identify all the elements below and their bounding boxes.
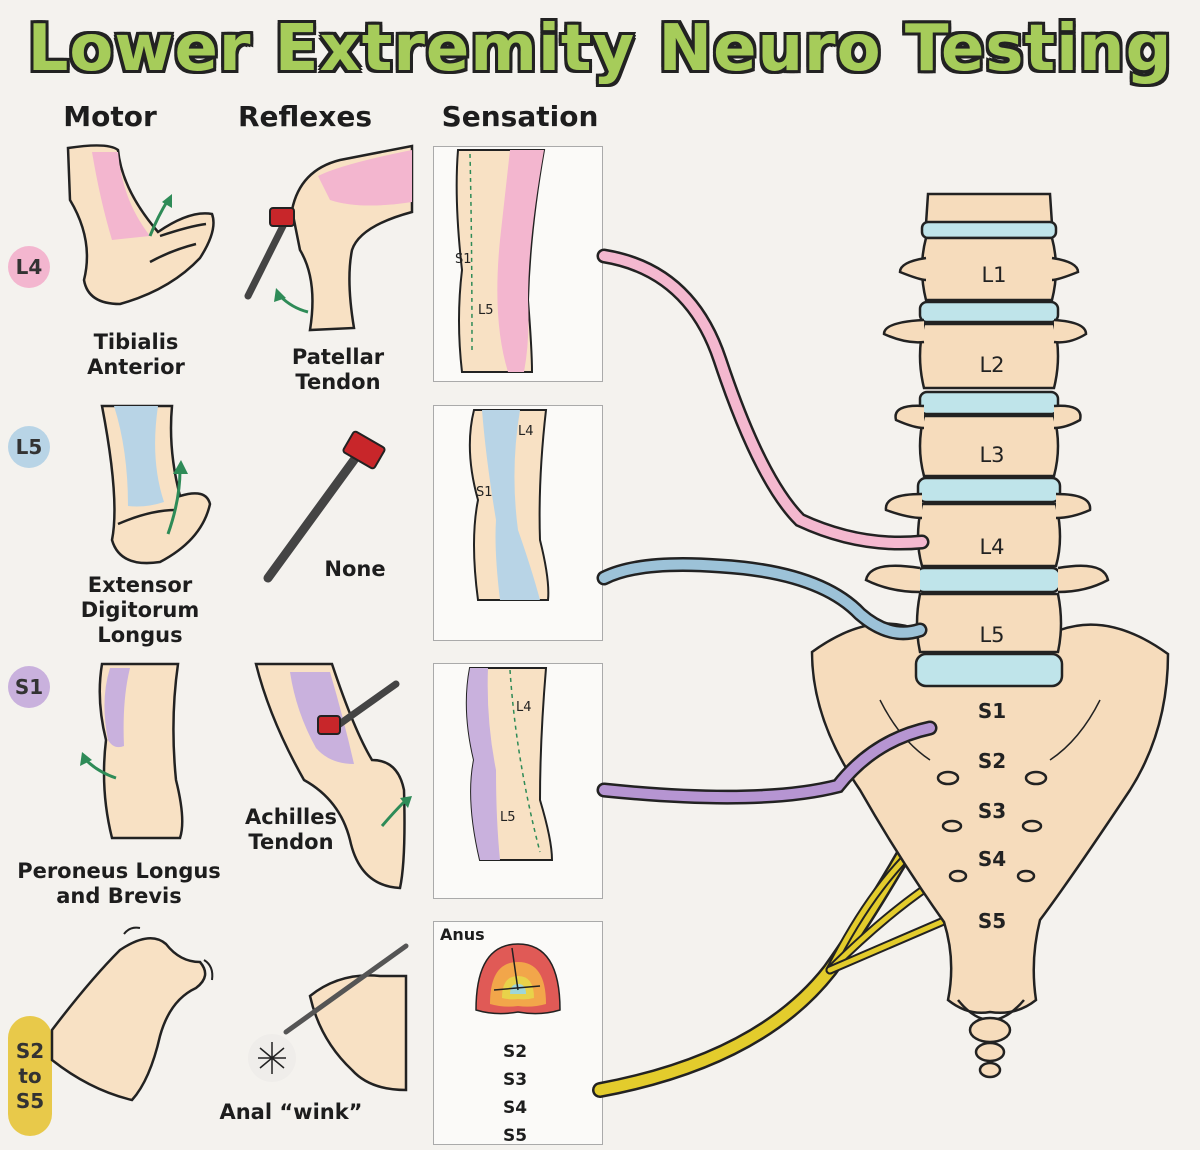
motor-label-s1: Peroneus Longus and Brevis xyxy=(17,859,221,908)
anus-level: S4 xyxy=(502,1098,528,1118)
level-badge-s1: S1 xyxy=(8,666,50,708)
motor-foot-eversion-illustration xyxy=(98,662,184,840)
reflex-hammer-icon xyxy=(263,430,386,583)
reflex-hammer-icon xyxy=(244,207,295,300)
sacral-label-s4: S4 xyxy=(978,847,1006,871)
arrow-icon xyxy=(400,796,412,808)
nerve-root-s1 xyxy=(596,720,938,805)
arrow-icon xyxy=(380,800,406,827)
level-badge-l4: L4 xyxy=(8,246,50,288)
anus-level: S3 xyxy=(502,1070,528,1090)
reflex-hammer-icon xyxy=(317,680,400,735)
column-header-reflexes: Reflexes xyxy=(237,100,372,133)
reflex-label-s1: Achilles Tendon xyxy=(245,805,337,854)
motor-foot-toe-extension-illustration xyxy=(100,404,212,565)
lumbar-vertebrae xyxy=(864,192,1110,688)
arrow-icon xyxy=(173,460,188,474)
vertebra-label-l1: L1 xyxy=(981,263,1006,287)
vertebra-label-l4: L4 xyxy=(979,535,1004,559)
motor-foot-dorsiflexion-illustration xyxy=(66,144,215,306)
nerve-root-l5 xyxy=(596,557,928,641)
dermatome-label: L5 xyxy=(478,303,494,318)
motor-label-l5: Extensor Digitorum Longus xyxy=(80,573,200,647)
badge-line: S2 xyxy=(15,1038,45,1063)
vertebra-label-l5: L5 xyxy=(979,623,1004,647)
anus-dermatome-icon xyxy=(475,943,561,1015)
arrow-icon xyxy=(274,288,286,302)
sacral-label-s5: S5 xyxy=(978,909,1006,933)
sensation-foot-s1 xyxy=(465,667,554,861)
arrow-icon xyxy=(80,752,92,766)
column-header-motor: Motor xyxy=(63,100,157,133)
reflex-label-l4: Patellar Tendon xyxy=(291,345,385,394)
motor-toe-flexion-illustration xyxy=(50,937,207,1102)
reflex-knee-illustration xyxy=(290,144,414,332)
motor-label-l4: Tibialis Anterior xyxy=(87,330,185,379)
vertebra-label-l2: L2 xyxy=(979,353,1004,377)
badge-line: S5 xyxy=(15,1088,45,1113)
reflex-label-l5: None xyxy=(324,557,386,581)
motion-lines-icon xyxy=(123,926,214,981)
dermatome-label: L4 xyxy=(516,700,532,715)
badge-line: to xyxy=(18,1063,42,1088)
anal-wink-icon xyxy=(248,1034,296,1082)
sacral-label-s2: S2 xyxy=(978,749,1006,773)
anus-levels: S2 S3 S4 S5 xyxy=(480,1038,550,1150)
column-header-sensation: Sensation xyxy=(441,100,599,133)
sensation-foot-l4 xyxy=(455,149,546,373)
dermatome-label: L5 xyxy=(500,810,516,825)
dermatome-label: S1 xyxy=(476,485,493,500)
hand-with-pin-illustration xyxy=(308,974,408,1092)
spine-level-labels: L1 L2 L3 L4 L5 S1 S2 S3 S4 S5 xyxy=(978,263,1007,933)
pin-icon xyxy=(283,943,409,1035)
level-badge-s2-s5: S2 to S5 xyxy=(8,1016,52,1136)
sacral-label-s3: S3 xyxy=(978,799,1006,823)
sacrum xyxy=(810,622,1170,1079)
sensation-foot-l5 xyxy=(468,409,550,601)
dermatome-label: L4 xyxy=(518,424,534,439)
anus-label: Anus xyxy=(440,925,485,944)
arrow-icon xyxy=(166,469,182,535)
nerve-root-l4 xyxy=(596,248,930,551)
sacral-label-s1: S1 xyxy=(978,699,1006,723)
anus-level: S5 xyxy=(502,1126,528,1146)
page-title: Lower Extremity Neuro Testing xyxy=(27,12,1173,86)
level-badge-l5: L5 xyxy=(8,426,50,468)
anus-level: S2 xyxy=(502,1042,528,1062)
arrow-icon xyxy=(162,194,172,208)
vertebra-label-l3: L3 xyxy=(979,443,1004,467)
dermatome-label: S1 xyxy=(455,252,472,267)
reflex-label-sacral: Anal “wink” xyxy=(219,1100,363,1124)
